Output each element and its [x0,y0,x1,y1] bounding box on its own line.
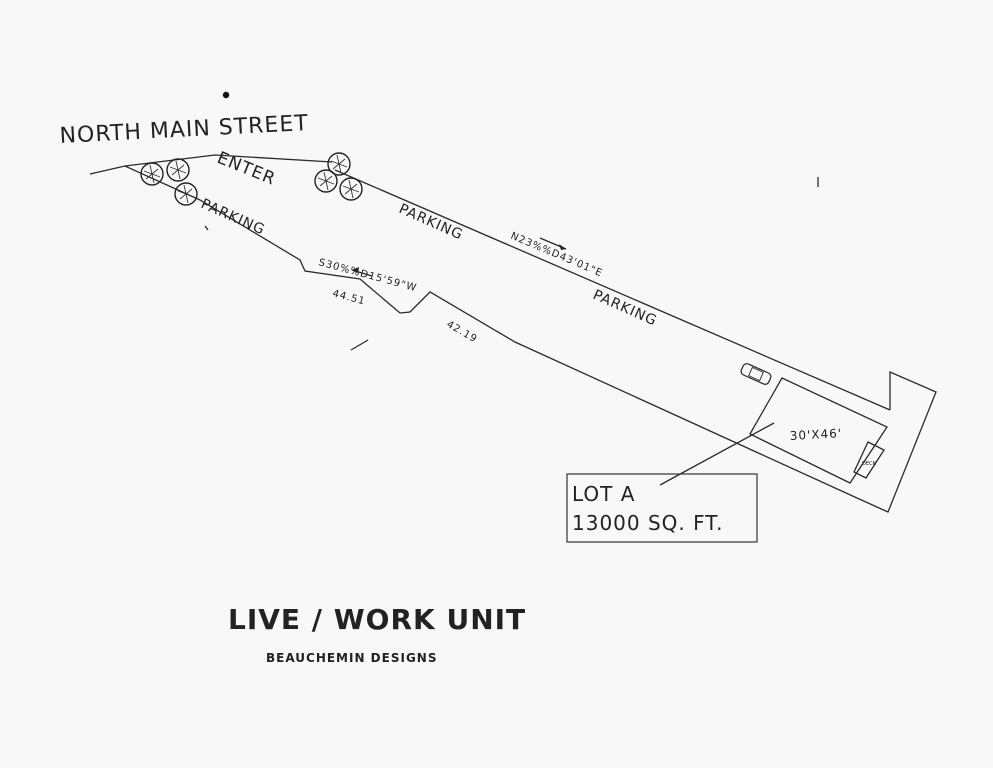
deck-label: DECK [862,461,877,467]
tree-icon [174,182,198,206]
parking-label: PARKING [198,196,267,238]
building-dimensions: 30'X46' [789,426,842,443]
tree-icon [140,162,164,186]
tick-mark [204,225,209,231]
tree-icon [327,152,351,176]
street-frontage-line [89,154,333,175]
bearing-north: N23%%D43'01"E [509,231,604,280]
tree-icon [339,177,363,201]
parking-label: PARKING [590,287,659,329]
street-name: NORTH MAIN STREET [59,111,309,149]
lot-area: 13000 SQ. FT. [572,511,724,535]
arrow-head-icon [559,244,566,250]
entrance-label: ENTER [214,148,278,190]
tree-icon [314,169,338,193]
lot-name: LOT A [572,482,635,506]
lot-boundary [89,154,937,513]
arrow-head-icon [352,267,359,273]
leader-line [659,422,775,486]
lot-label-box [566,473,758,543]
deck [853,441,885,479]
drawing-title: LIVE / WORK UNIT [228,603,526,636]
bearing-south: S30%%D15'59"W [317,257,418,294]
south-lot-line [124,165,858,499]
dimension-label: 44.51 [331,288,366,307]
north-lot-line [334,169,891,411]
tick-mark [350,339,369,351]
designer-name: BEAUCHEMIN DESIGNS [266,651,437,665]
building-footprint [749,377,888,484]
north-marker-dot [222,91,230,99]
car-icon [740,363,772,385]
tree-icon [166,158,190,182]
rear-lot-line [856,371,937,513]
dimension-label: 42.19 [445,319,480,345]
